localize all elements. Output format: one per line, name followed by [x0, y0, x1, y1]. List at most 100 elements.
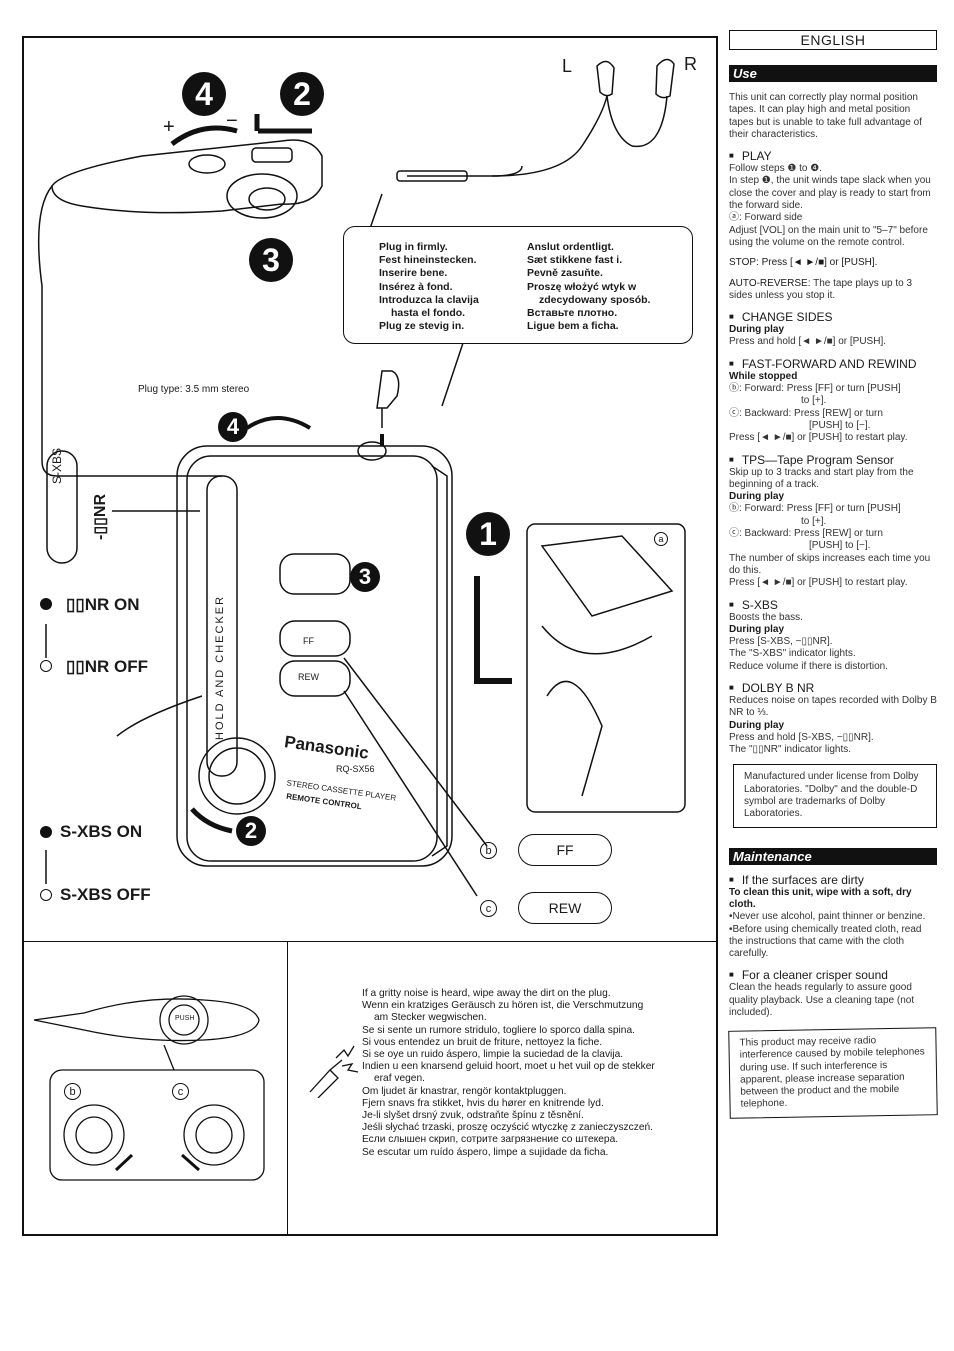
tps-text-1: Skip up to 3 tracks and start play from …	[729, 466, 914, 490]
step-4-badge: 4	[182, 72, 226, 116]
noise-line: Om ljudet är knastrar, rengör kontaktplu…	[362, 1085, 567, 1097]
dirty-text-2: •Before using chemically treated cloth, …	[729, 923, 922, 960]
tps-backward: ⓒ: Backward: Press [REW] or turn	[729, 528, 883, 540]
dolby-condition: During play	[729, 719, 785, 731]
sxbs-text-1: Boosts the bass.	[729, 611, 803, 623]
ff-rew-restart: Press [◄ ►/■] or [PUSH] to restart play.	[729, 432, 908, 444]
dnr-on-label: ▯▯NR ON	[66, 595, 140, 614]
frame-divider-vertical	[287, 941, 288, 1236]
earphone-right-label: R	[684, 54, 697, 74]
ff-rew-backward: ⓒ: Backward: Press [REW] or turn	[729, 407, 883, 419]
dolby-text-2: Press and hold [S-XBS, −▯▯NR].	[729, 731, 874, 743]
cleaning-callout-b: b	[64, 1083, 81, 1100]
step-3-badge-small: 3	[350, 562, 380, 592]
play-heading: PLAY	[729, 149, 937, 163]
change-sides-heading: CHANGE SIDES	[729, 310, 937, 324]
clean-text: Clean the heads regularly to assure good…	[729, 982, 915, 1019]
sxbs-on-label: S-XBS ON	[60, 822, 143, 841]
minus-sign: −	[226, 110, 238, 132]
auto-reverse-text: The tape plays up to 3 sides unless you …	[729, 277, 913, 301]
dolby-license-box: Manufactured under license from Dolby La…	[733, 764, 937, 828]
plug-instructions-right: Anslut ordentligt. Sæt stikkene fast i. …	[527, 241, 651, 333]
noise-line: Se si sente un rumore stridulo, togliere…	[362, 1024, 635, 1036]
dolby-text-1: Reduces noise on tapes recorded with Dol…	[729, 694, 937, 719]
noise-line: Jeśli słychać trzaski, proszę oczyścić w…	[362, 1122, 653, 1134]
tps-condition: During play	[729, 491, 785, 503]
model-label: RQ-SX56	[336, 764, 375, 774]
noise-line: Si se oye un ruido áspero, limpie la suc…	[362, 1049, 624, 1061]
change-sides-condition: During play	[729, 324, 785, 336]
dirty-text-1: •Never use alcohol, paint thinner or ben…	[729, 911, 926, 923]
step-2-badge-small: 2	[236, 816, 266, 846]
sxbs-text-2: Press [S-XBS, −▯▯NR].	[729, 636, 833, 648]
ff-rew-heading: FAST-FORWARD AND REWIND	[729, 357, 937, 371]
callout-b: b	[480, 842, 497, 859]
tps-backward-2: [PUSH] to [−].	[809, 540, 871, 552]
tps-forward-2: to [+].	[801, 515, 827, 527]
sxbs-condition: During play	[729, 623, 785, 635]
step-2-badge: 2	[280, 72, 324, 116]
remote-body-shape	[51, 139, 323, 214]
player-rew-label: REW	[298, 672, 319, 682]
auto-reverse: AUTO-REVERSE: The tape plays up to 3 sid…	[729, 278, 937, 303]
hold-checker-label: HOLD AND CHECKER	[214, 594, 226, 740]
auto-reverse-label: AUTO-REVERSE:	[729, 277, 811, 289]
sxbs-text-3: The "S-XBS" indicator lights.	[729, 648, 856, 660]
cleaning-drawing	[33, 995, 265, 1181]
noise-line: If a gritty noise is heard, wipe away th…	[362, 988, 611, 999]
step-3-badge: 3	[249, 238, 293, 282]
ff-rew-forward-2: to [+].	[801, 395, 827, 407]
noise-line: Si vous entendez un bruit de friture, ne…	[362, 1036, 603, 1048]
noise-line: eraf vegen.	[374, 1073, 425, 1085]
plus-sign: +	[163, 116, 175, 138]
callout-a: a	[654, 532, 668, 546]
ff-rew-backward-2: [PUSH] to [−].	[809, 419, 871, 431]
play-text-4: Adjust [VOL] on the main unit to "5–7" b…	[729, 224, 928, 248]
player-diagram-drawing	[37, 58, 686, 897]
ff-rew-forward: ⓑ: Forward: Press [FF] or turn [PUSH]	[729, 383, 901, 395]
dnr-off-label: ▯▯NR OFF	[66, 657, 148, 676]
noise-line: Je-li slyšet drsný zvuk, odstraňte špínu…	[362, 1110, 584, 1122]
sxbs-text-4: Reduce volume if there is distortion.	[729, 660, 888, 672]
tps-forward: ⓑ: Forward: Press [FF] or turn [PUSH]	[729, 503, 901, 515]
english-instructions-column: ENGLISH Use This unit can correctly play…	[728, 30, 938, 1119]
sxbs-on-indicator	[40, 826, 52, 838]
callout-c: c	[480, 900, 497, 917]
dnr-on-indicator	[40, 598, 52, 610]
plug-noise-icon	[309, 1045, 359, 1098]
dnr-off-indicator	[40, 660, 52, 672]
noise-line: Если слышен скрип, сотрите загрязнение с…	[362, 1134, 619, 1146]
noise-line: Indien u een knarsend geluid hoort, moet…	[362, 1061, 655, 1073]
dirty-bold-text: To clean this unit, wipe with a soft, dr…	[729, 886, 912, 910]
clean-heading: For a cleaner crisper sound	[729, 968, 937, 982]
play-text-2: In step ❶, the unit winds tape slack whe…	[729, 175, 931, 212]
diagram-frame	[22, 36, 718, 1236]
noise-line: Wenn ein kratziges Geräusch zu hören ist…	[362, 1000, 644, 1012]
player-ff-label: FF	[303, 636, 314, 646]
cleaning-callout-c: c	[172, 1083, 189, 1100]
tps-heading: TPS—Tape Program Sensor	[729, 453, 937, 467]
noise-line: Se escutar um ruído áspero, limpe a suji…	[362, 1146, 609, 1158]
ff-button: FF	[518, 834, 612, 866]
maintenance-section-band: Maintenance	[729, 847, 937, 865]
sxbs-off-indicator	[40, 889, 52, 901]
plug-instructions-bubble: Plug in firmly. Fest hineinstecken. Inse…	[343, 226, 693, 344]
tps-text-4: The number of skips increases each time …	[729, 552, 931, 576]
dirty-heading: If the surfaces are dirty	[729, 873, 937, 887]
step-4-badge-small: 4	[218, 412, 248, 442]
earphone-left-label: L	[562, 56, 573, 76]
noise-cleaning-text: If a gritty noise is heard, wipe away th…	[362, 988, 702, 1159]
remote-sxbs-label: S-XBS	[50, 447, 64, 484]
use-section-band: Use	[729, 65, 937, 82]
play-text-3: ⓐ: Forward side	[729, 212, 803, 224]
tps-text-5: Press [◄ ►/■] or [PUSH] to restart play.	[729, 577, 908, 589]
change-sides-text: Press and hold [◄ ►/■] or [PUSH].	[729, 336, 887, 348]
push-label-top: PUSH	[175, 1015, 195, 1022]
plug-type-label: Plug type: 3.5 mm stereo	[138, 384, 250, 395]
dolby-text-3: The "▯▯NR" indicator lights.	[729, 744, 852, 756]
ff-rew-condition: While stopped	[729, 370, 798, 382]
dolby-heading: DOLBY B NR	[729, 681, 937, 695]
radio-interference-box: This product may receive radio interfere…	[728, 1027, 938, 1119]
play-text-1: Follow steps ❶ to ❹.	[729, 163, 822, 175]
sxbs-off-label: S-XBS OFF	[60, 885, 151, 904]
